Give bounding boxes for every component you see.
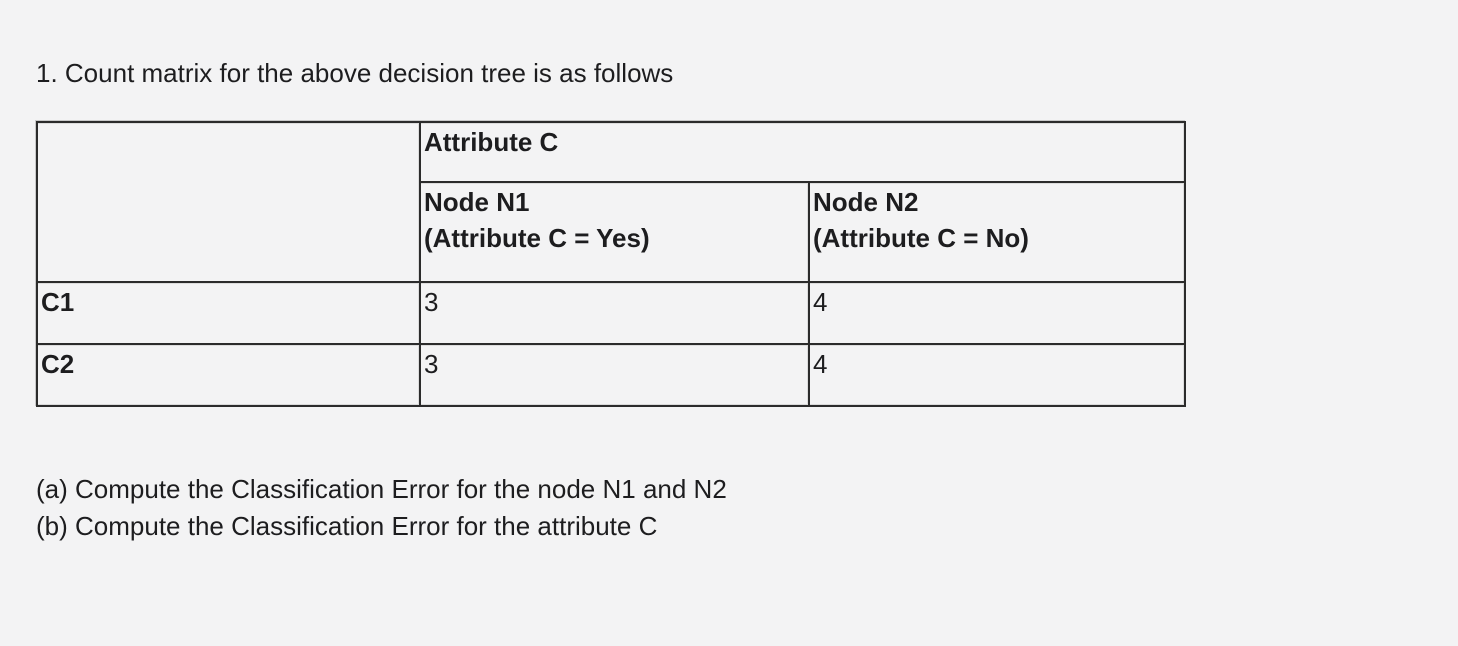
col-header-node-n1-condition: (Attribute C = Yes) (424, 223, 650, 253)
col-header-node-n1: Node N1 (Attribute C = Yes) (419, 181, 810, 283)
count-matrix-table: Attribute C Node N1 (Attribute C = Yes) … (36, 121, 1187, 407)
question-b: (b) Compute the Classification Error for… (36, 511, 658, 541)
col-header-node-n2: Node N2 (Attribute C = No) (807, 181, 1187, 283)
row-label-c2: C2 (36, 343, 421, 407)
table-row-column-headers: Node N1 (Attribute C = Yes) Node N2 (Att… (37, 181, 1187, 283)
group-header-cell: Attribute C (418, 121, 1187, 183)
table-row-group-header: Attribute C (36, 121, 1187, 283)
table-row-c2: C2 3 4 (36, 343, 1187, 407)
cell-c1-n2: 4 (807, 281, 1187, 345)
question-title: 1. Count matrix for the above decision t… (36, 58, 674, 88)
col-header-node-n2-condition: (Attribute C = No) (813, 223, 1029, 253)
col-header-node-n2-name: Node N2 (813, 187, 919, 217)
cell-c2-n2: 4 (807, 343, 1187, 407)
page: 1. Count matrix for the above decision t… (0, 56, 1458, 545)
cell-c2-n1: 3 (419, 343, 810, 407)
questions-block: (a) Compute the Classification Error for… (36, 471, 1458, 545)
row-label-c1: C1 (36, 281, 421, 345)
question-a: (a) Compute the Classification Error for… (36, 474, 727, 504)
cell-c1-n1: 3 (419, 281, 810, 345)
col-header-node-n1-name: Node N1 (424, 187, 530, 217)
table-row-c1: C1 3 4 (36, 281, 1187, 345)
corner-cell (36, 121, 421, 283)
